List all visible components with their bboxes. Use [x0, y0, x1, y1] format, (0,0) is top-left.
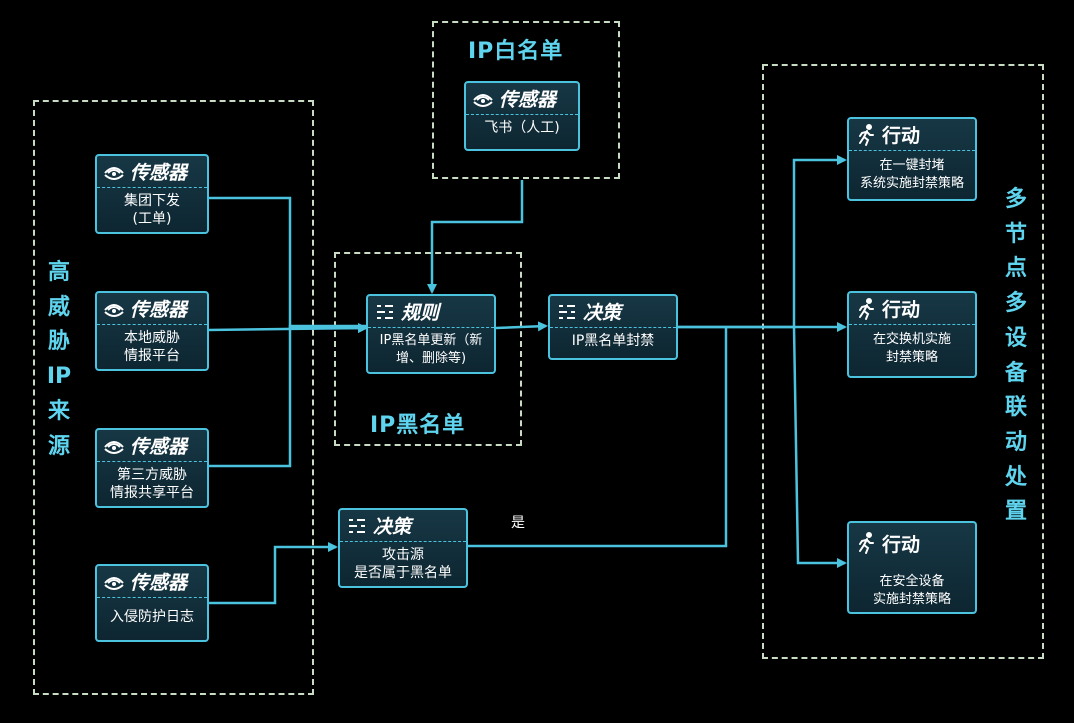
edge-label-yes: 是: [511, 515, 525, 531]
card-text: 本地威胁 情报平台: [124, 330, 180, 364]
group-linkage: [762, 64, 1044, 659]
group-blacklist: [334, 252, 522, 446]
rule-update-card[interactable]: 规则 IP黑名单更新（新 增、删除等): [366, 294, 496, 374]
blacklist-title: IP黑名单: [370, 413, 466, 438]
card-type-label: 传感器: [130, 572, 188, 594]
sensor-group-card[interactable]: 传感器 集团下发 (工单): [95, 154, 209, 234]
card-type-label: 传感器: [499, 89, 557, 111]
card-text: 在安全设备 实施封禁策略: [872, 574, 951, 607]
sensor-feishu-card[interactable]: 传感器 飞书（人工): [464, 81, 580, 151]
card-type-label: 行动: [882, 299, 921, 321]
card-type-label: 行动: [882, 125, 921, 147]
edge-ips-to-check: [208, 542, 338, 605]
card-text: 集团下发 (工单): [124, 193, 180, 227]
edge-whitelist-to-rule: [427, 180, 524, 294]
running-person-icon: [859, 297, 874, 320]
card-text: IP黑名单更新（新 增、删除等): [379, 333, 483, 366]
card-type-label: 规则: [401, 302, 440, 324]
decision-block-card[interactable]: 决策 IP黑名单封禁: [548, 294, 678, 360]
card-text: 攻击源 是否属于黑名单: [354, 547, 452, 581]
action-oneclick-card[interactable]: 行动 在一键封堵 系统实施封禁策略: [847, 117, 977, 201]
card-type-label: 传感器: [130, 436, 188, 458]
sensor-ips-card[interactable]: 传感器 入侵防护日志: [95, 564, 209, 642]
card-header: 决策: [550, 296, 676, 328]
card-text: IP黑名单封禁: [571, 333, 655, 349]
card-type-label: 决策: [583, 302, 622, 324]
card-text: 入侵防护日志: [110, 609, 194, 625]
card-header: 传感器: [97, 156, 207, 188]
edge-local-to-rule: [207, 323, 368, 334]
group-threat-sources: [33, 100, 314, 695]
card-header: 行动: [849, 119, 975, 151]
edge-group-to-rule: [208, 196, 368, 333]
card-header: 行动: [849, 523, 975, 563]
edge-decision-to-oneclick: [677, 155, 847, 329]
action-security-card[interactable]: 行动 在安全设备 实施封禁策略: [847, 521, 977, 614]
list-icon: [559, 304, 575, 319]
sensor-wave-icon: [104, 440, 124, 454]
card-text: 飞书（人工): [484, 120, 560, 136]
group-whitelist: [432, 21, 620, 179]
action-switch-card[interactable]: 行动 在交换机实施 封禁策略: [847, 291, 977, 378]
card-text: 在一键封堵 系统实施封禁策略: [859, 158, 964, 191]
card-text: 在交换机实施 封禁策略: [872, 332, 951, 365]
card-header: 传感器: [97, 566, 207, 598]
card-header: 决策: [340, 510, 466, 542]
edge-check-to-trunk: [468, 328, 728, 548]
card-type-label: 决策: [373, 516, 412, 538]
list-icon: [377, 304, 393, 319]
list-icon: [349, 518, 365, 533]
linkage-title: 多节点多设备联动处置: [1004, 187, 1027, 525]
sensor-wave-icon: [104, 166, 124, 180]
card-type-label: 传感器: [130, 162, 188, 184]
edge-third-to-rule: [208, 324, 366, 468]
running-person-icon: [859, 123, 874, 146]
card-header: 传感器: [97, 430, 207, 462]
threat-sources-title: 高威胁IP来源: [46, 260, 72, 459]
card-header: 传感器: [466, 83, 578, 115]
sensor-wave-icon: [104, 576, 124, 590]
whitelist-title: IP白名单: [468, 39, 564, 64]
sensor-third-card[interactable]: 传感器 第三方威胁 情报共享平台: [95, 428, 209, 508]
card-text: 第三方威胁 情报共享平台: [110, 467, 194, 501]
decision-check-card[interactable]: 决策 攻击源 是否属于黑名单: [338, 508, 468, 588]
card-header: 行动: [849, 293, 975, 325]
sensor-local-card[interactable]: 传感器 本地威胁 情报平台: [95, 291, 209, 371]
sensor-wave-icon: [104, 303, 124, 317]
edge-rule-to-decision: [495, 321, 548, 332]
card-type-label: 行动: [882, 533, 921, 556]
card-type-label: 传感器: [130, 299, 188, 321]
card-header: 传感器: [97, 293, 207, 325]
running-person-icon: [859, 532, 874, 554]
card-header: 规则: [368, 296, 494, 328]
sensor-wave-icon: [473, 93, 493, 107]
edge-decision-to-security: [792, 326, 847, 568]
